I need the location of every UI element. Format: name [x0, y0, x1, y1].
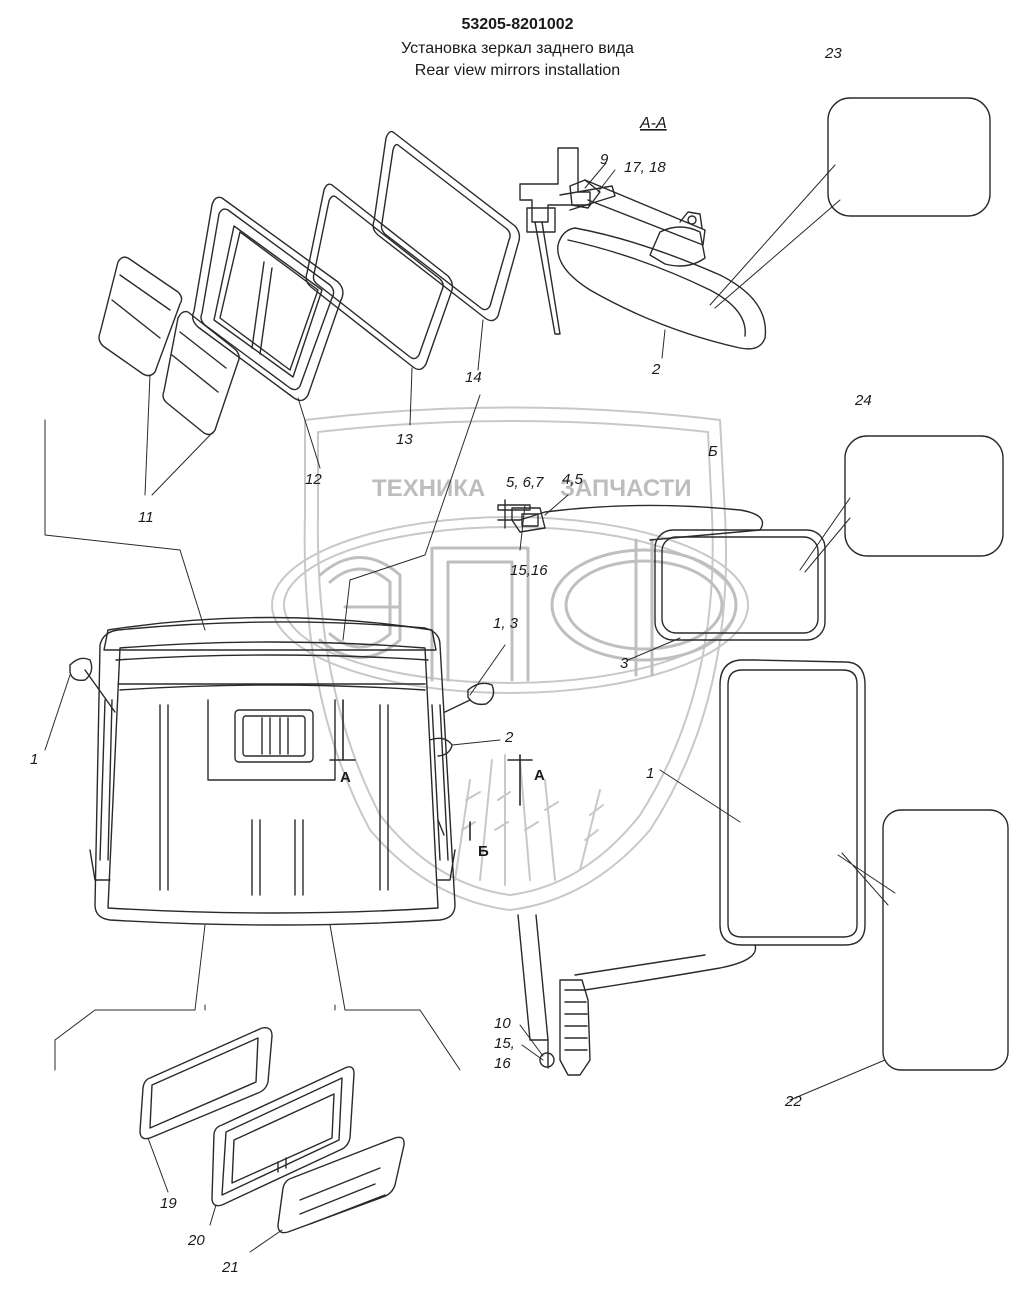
callout-1-right: 1	[646, 765, 654, 782]
section-aa-label: А-А	[639, 115, 667, 132]
cut-mark-a-right: А	[534, 767, 545, 784]
title-russian: Установка зеркал заднего вида	[401, 40, 634, 57]
mirror-22	[882, 809, 1009, 1071]
callout-5-6-7: 5, 6,7	[506, 474, 544, 491]
window-frame-14	[372, 130, 521, 322]
watermark-text-right: ЗАПЧАСТИ	[560, 475, 692, 502]
callout-labels: А-А Б 23 9 17, 18 2 11 12 13 14 24 5, 6,…	[30, 45, 872, 1276]
callout-13: 13	[396, 431, 413, 448]
callout-19: 19	[160, 1195, 177, 1212]
callout-3: 3	[620, 655, 629, 672]
callout-21: 21	[221, 1259, 239, 1276]
side-window-part-19	[139, 1026, 273, 1140]
callout-15-16: 15,16	[510, 562, 548, 579]
mirror-24	[844, 435, 1004, 557]
window-seal-12	[191, 196, 344, 402]
leader-lines-view-b	[519, 494, 896, 1101]
callout-10-15: 15,	[494, 1035, 515, 1052]
mirror-23	[827, 97, 991, 217]
callout-14: 14	[465, 369, 482, 386]
callout-2-top: 2	[651, 361, 661, 378]
view-b-bracket	[497, 499, 546, 533]
callout-1-left: 1	[30, 751, 38, 768]
watermark-shield	[271, 406, 749, 911]
callout-1-3: 1, 3	[493, 615, 519, 632]
leader-lines-window-parts	[144, 319, 484, 496]
leader-lines-aa	[584, 162, 841, 359]
title-english: Rear view mirrors installation	[414, 62, 621, 79]
drawing-code: 53205-8201002	[461, 16, 574, 33]
rear-window-glass-pair	[98, 256, 240, 436]
leader-lines-side-window	[147, 1137, 283, 1253]
callout-10: 10	[494, 1015, 511, 1032]
callout-17-18: 17, 18	[624, 159, 666, 176]
mirror-arm-assembly	[517, 914, 591, 1076]
cab-rear-body	[69, 616, 495, 926]
callout-24: 24	[854, 392, 872, 409]
cut-mark-a-left: А	[340, 769, 351, 786]
view-b-label: Б	[708, 443, 718, 460]
side-window-seal-20	[211, 1066, 355, 1207]
callout-10-16: 16	[494, 1055, 511, 1072]
side-window-glass-21	[277, 1136, 405, 1234]
callout-4-5: 4,5	[562, 471, 584, 488]
section-aa-mirror-2	[557, 211, 767, 350]
watermark-text-left: ТЕХНИКА	[372, 475, 485, 502]
section-aa-bracket	[519, 147, 706, 335]
callout-2-cab: 2	[504, 729, 514, 746]
view-mark-b: Б	[478, 843, 489, 860]
callout-12: 12	[305, 471, 322, 488]
view-b-mirrors	[519, 504, 866, 991]
cab-section-marks	[329, 699, 533, 841]
watermark-logo-letters	[318, 538, 738, 682]
callout-22: 22	[784, 1093, 802, 1110]
callout-23: 23	[824, 45, 842, 62]
leader-lines-arm	[519, 1024, 544, 1061]
callout-9: 9	[600, 151, 609, 168]
callout-11: 11	[138, 509, 154, 526]
leader-lines-cab	[44, 394, 506, 1071]
callout-20: 20	[187, 1232, 205, 1249]
window-frame-13	[305, 183, 454, 371]
